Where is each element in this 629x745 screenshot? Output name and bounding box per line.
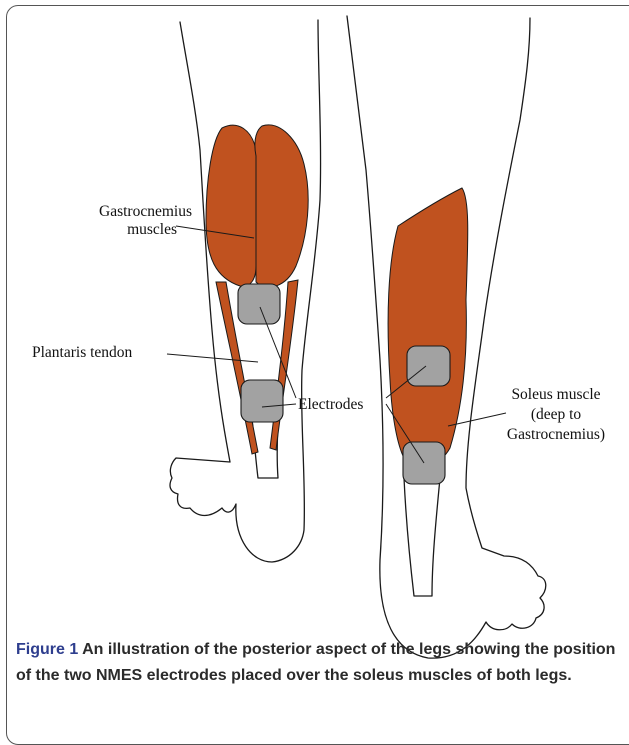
figure-caption: Figure 1 An illustration of the posterio…: [16, 637, 622, 689]
left-electrode-lower: [241, 380, 283, 422]
soleus-label-line3: Gastrocnemius): [507, 426, 605, 443]
figure-number: Figure 1: [16, 641, 78, 658]
right-tendon-channel: [404, 478, 440, 596]
leg-illustration: Gastrocnemius muscles Plantaris tendon E…: [0, 0, 629, 730]
caption-text: An illustration of the posterior aspect …: [16, 641, 615, 684]
left-gastrocnemius-medial-head: [206, 125, 256, 286]
soleus-label-line1: Soleus muscle: [511, 386, 600, 403]
electrodes-label: Electrodes: [298, 396, 363, 413]
gastrocnemius-label-line2: muscles: [127, 221, 177, 238]
left-electrode-upper: [238, 284, 280, 324]
plantaris-label: Plantaris tendon: [32, 344, 133, 361]
right-electrode-upper: [407, 346, 450, 386]
plantaris-leader: [167, 354, 258, 362]
soleus-label-line2: (deep to: [531, 406, 582, 423]
left-gastrocnemius-lateral-head: [255, 125, 308, 287]
right-soleus-muscle: [388, 188, 468, 465]
gastrocnemius-label-line1: Gastrocnemius: [99, 203, 192, 220]
